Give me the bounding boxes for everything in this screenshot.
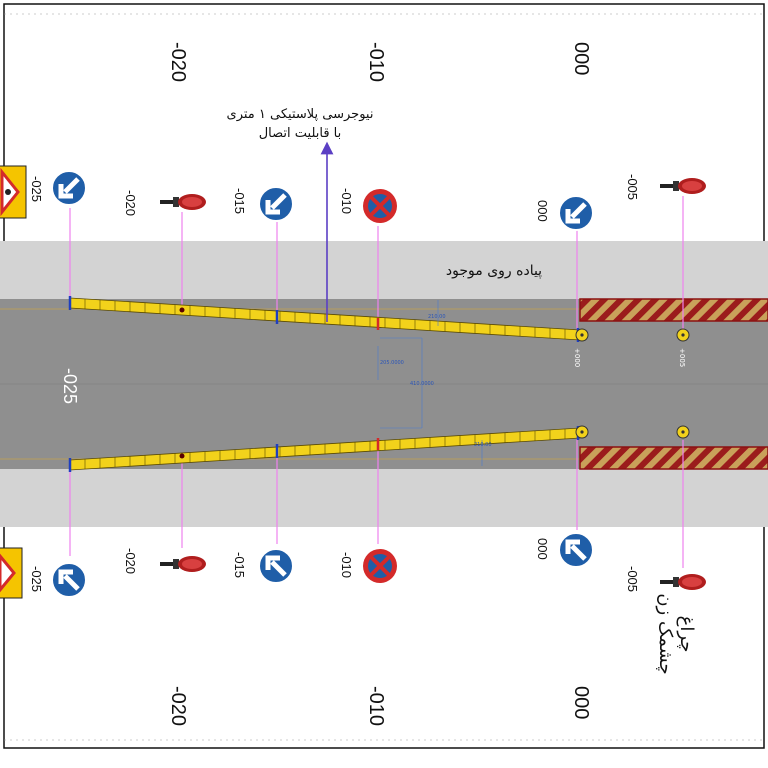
flasher-label-005-top: -005 <box>625 174 640 200</box>
flasher-title-line1: چراغ <box>676 616 697 653</box>
flasher-lamp-icon <box>160 556 206 572</box>
flasher-lamp-icon <box>160 194 206 210</box>
station-label-020-bottom: -020 <box>167 686 189 726</box>
work-zone-hatch-top <box>579 298 768 322</box>
station-label-020-top: -020 <box>167 42 189 82</box>
dim-410: 410.0000 <box>410 381 434 387</box>
dim-210-bottom: 210.00 <box>474 442 492 448</box>
sign-label-010-top: -010 <box>339 188 354 214</box>
barrier-note-line2: با قابلیت اتصال <box>259 126 342 141</box>
flasher-label-020-top: -020 <box>123 190 138 216</box>
dim-205: 205.0000 <box>380 360 404 366</box>
keep-left-sign-icon <box>52 563 86 597</box>
keep-left-sign-icon <box>259 187 293 221</box>
keep-left-sign-icon <box>259 549 293 583</box>
keep-left-sign-icon <box>559 196 593 230</box>
chainage-000: +000 <box>573 348 581 367</box>
flasher-lamp-icon <box>660 178 706 194</box>
dim-210-top: 210.00 <box>428 314 446 320</box>
no-stopping-sign-icon <box>361 187 399 225</box>
chainage-005: +005 <box>678 348 686 367</box>
barrier-segment-joints <box>84 298 566 470</box>
sign-label-000-bottom: 000 <box>535 538 550 560</box>
station-label-000-bottom: 000 <box>570 686 592 719</box>
keep-left-sign-icon <box>559 533 593 567</box>
flasher-label-020-bottom: -020 <box>123 548 138 574</box>
road-works-warning-sign-icon <box>0 165 27 219</box>
station-label-000-top: 000 <box>570 42 592 75</box>
sign-label-025-bottom: -025 <box>29 566 44 592</box>
work-zone-hatch-bottom <box>579 446 768 470</box>
keep-left-sign-icon <box>52 171 86 205</box>
station-label-010-bottom: -010 <box>365 686 387 726</box>
no-stopping-sign-icon <box>361 547 399 585</box>
flasher-title-line2: چشمک زن <box>655 593 676 674</box>
sign-label-025-top: -025 <box>29 176 44 202</box>
sign-label-000-top: 000 <box>535 200 550 222</box>
sign-label-015-bottom: -015 <box>232 552 247 578</box>
station-label-010-top: -010 <box>365 42 387 82</box>
sign-label-010-bottom: -010 <box>339 552 354 578</box>
sidewalk-top <box>0 241 768 299</box>
flasher-label-005-bottom: -005 <box>625 566 640 592</box>
sign-label-015-top: -015 <box>232 188 247 214</box>
sidewalk-bottom <box>0 469 768 527</box>
sidewalk-label: پیاده روی موجود <box>446 263 542 279</box>
station-label-025-road: -025 <box>60 368 80 404</box>
dimension-lines <box>377 300 483 466</box>
guide-lines <box>69 196 684 568</box>
flasher-lamp-icon <box>660 574 706 590</box>
road-works-warning-sign-icon <box>0 547 23 599</box>
barrier-note-line1: نیوجرسی پلاستیکی ۱ متری <box>227 107 374 122</box>
